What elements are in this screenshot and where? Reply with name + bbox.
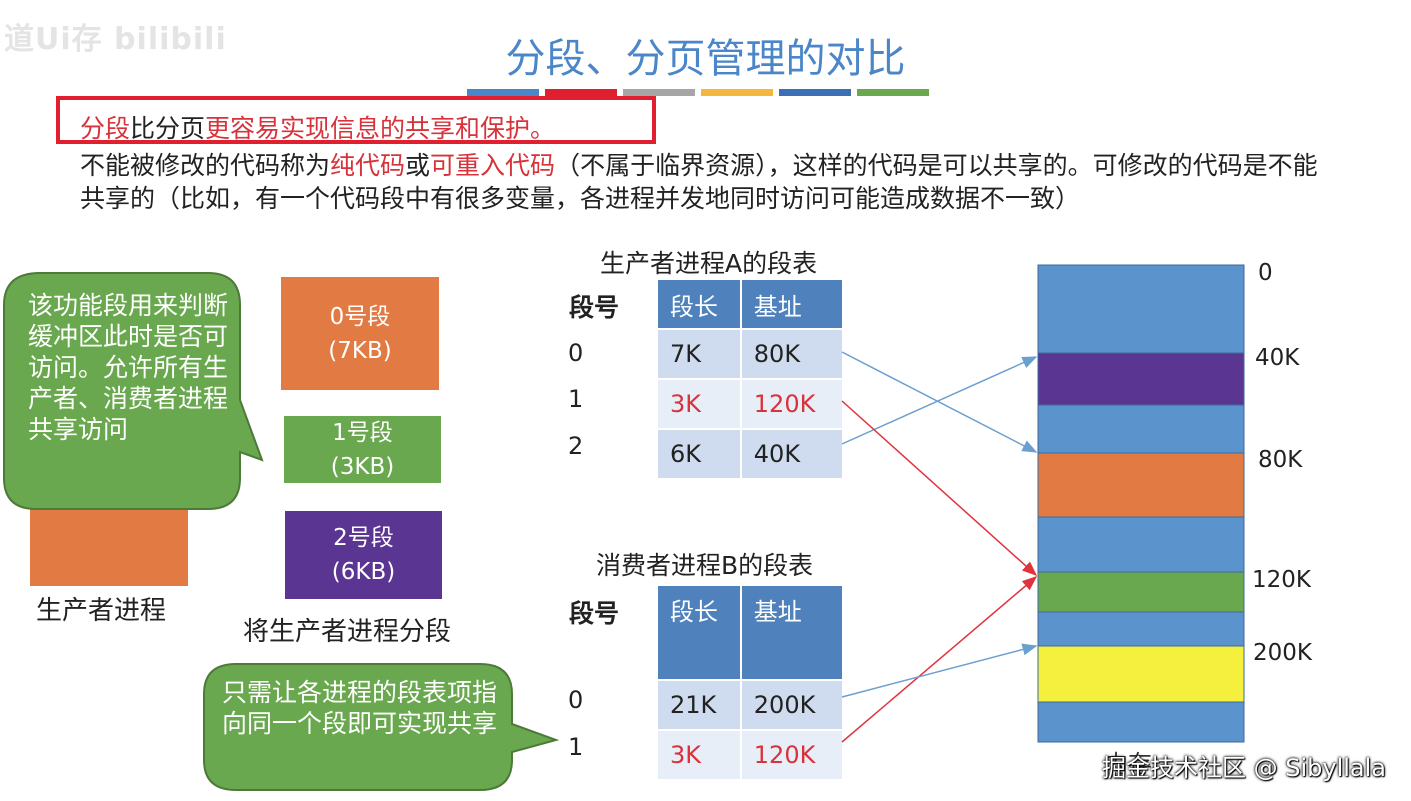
table-a-title: 生产者进程A的段表 (600, 249, 818, 278)
table-a-len-1: 3K (658, 378, 742, 429)
memory-free-3 (1037, 611, 1245, 647)
table-b-base-0: 200K (740, 679, 845, 730)
key-statement-part1: 分段 (80, 114, 131, 143)
segment-2-size: (6KB) (331, 559, 396, 585)
table-b-len-0: 21K (658, 679, 742, 730)
memory-free-0 (1037, 264, 1245, 354)
table-b-segno-header: 段号 (569, 599, 620, 628)
arrow-a1-to-120k (841, 400, 1038, 577)
explanation-paragraph: 不能被修改的代码称为纯代码或可重入代码（不属于临界资源），这样的代码是可以共享的… (80, 149, 1330, 215)
callout-2-text: 只需让各进程的段表项指向同一个段即可实现共享 (222, 678, 498, 738)
title-bar-4 (701, 89, 773, 96)
table-row: 3K 120K (658, 729, 845, 779)
table-a-idx-0: 0 (568, 339, 584, 367)
memory-seg-120k-green (1037, 571, 1245, 613)
table-a-base-2: 40K (740, 428, 845, 478)
memory-free-1 (1037, 404, 1245, 454)
table-a-idx-1: 1 (568, 385, 584, 413)
memory-label-80k: 80K (1258, 447, 1303, 473)
table-b-idx-1: 1 (568, 733, 584, 761)
memory-caption: 内存 (1104, 750, 1152, 778)
arrow-b1-to-120k (841, 576, 1038, 743)
memory-seg-40k-purple (1037, 352, 1245, 406)
segment-1-name: 1号段 (332, 419, 393, 446)
segment-0-name: 0号段 (329, 303, 391, 330)
para-reentrant-code: 可重入代码 (430, 151, 556, 180)
producer-process-block (30, 500, 188, 586)
highlight-box (56, 96, 656, 144)
table-a-segno-header: 段号 (569, 293, 620, 322)
callout-bubble-2 (203, 663, 560, 791)
slide-title: 分段、分页管理的对比 (505, 36, 906, 82)
bilibili-logo: 道Ui存 bilibili (4, 22, 227, 57)
table-row: 21K 200K (658, 679, 845, 730)
segment-1-size: (3KB) (330, 453, 395, 480)
title-bar-1 (467, 89, 539, 96)
title-bar-3 (623, 89, 695, 96)
table-a-base-1: 120K (740, 378, 845, 429)
table-a-header-length: 段长 (658, 280, 742, 329)
memory-free-4 (1037, 701, 1245, 743)
para-pure-code: 纯代码 (330, 151, 406, 180)
key-statement-part2: 比分页 (130, 114, 206, 143)
arrow-a0-to-80k (841, 351, 1038, 453)
memory-free-2 (1037, 516, 1245, 573)
producer-label: 生产者进程 (36, 596, 167, 626)
table-b-idx-0: 0 (568, 686, 584, 714)
table-a-header-base: 基址 (740, 280, 845, 329)
segment-1-block: 1号段 (3KB) (284, 416, 441, 483)
arrow-b0-to-200k (841, 643, 1038, 698)
segment-0-block: 0号段 (7KB) (281, 277, 439, 390)
key-statement-part3: 更容易实现信息的共享和保护 (205, 114, 531, 143)
memory-label-120k: 120K (1252, 567, 1311, 593)
table-a-len-0: 7K (658, 328, 742, 379)
table-b-title: 消费者进程B的段表 (596, 551, 814, 580)
table-b-header-length: 段长 (658, 586, 742, 680)
segment-2-block: 2号段 (6KB) (285, 511, 442, 599)
key-statement-part4: 。 (530, 114, 556, 143)
memory-seg-80k-orange (1037, 452, 1245, 518)
segment-0-size: (7KB) (328, 337, 392, 364)
watermark: 掘金技术社区 @ Sibyllala (1102, 754, 1387, 782)
memory-seg-200k-yellow (1037, 645, 1245, 703)
title-color-bars (467, 89, 929, 96)
callout-bubble-1 (3, 272, 264, 510)
table-b-header-base: 基址 (740, 586, 845, 680)
table-row: 3K 120K (658, 378, 845, 429)
segment-table-b: 段长 基址 21K 200K 3K 120K (658, 586, 845, 779)
table-a-base-0: 80K (740, 328, 845, 379)
para-part5: （不属于临界资源），这样的代码是可以共享的。可修改的代码是不能共享的（比如，有一… (80, 151, 1318, 213)
memory-label-40k: 40K (1255, 345, 1300, 371)
key-statement: 分段比分页更容易实现信息的共享和保护。 (80, 109, 555, 145)
table-b-base-1: 120K (740, 729, 845, 779)
para-part3: 或 (405, 151, 431, 180)
memory-label-0: 0 (1258, 260, 1273, 286)
table-row: 6K 40K (658, 428, 845, 478)
segment-table-a: 段长 基址 7K 80K 3K 120K 6K 40K (658, 280, 845, 478)
title-bar-5 (779, 89, 851, 96)
memory-label-200k: 200K (1253, 640, 1312, 666)
title-bar-2 (545, 89, 617, 96)
title-bar-6 (857, 89, 929, 96)
para-part1: 不能被修改的代码称为 (80, 151, 331, 180)
table-b-len-1: 3K (658, 729, 742, 779)
segment-2-name: 2号段 (333, 525, 394, 551)
split-label: 将生产者进程分段 (243, 617, 452, 647)
arrow-a2-to-40k (841, 356, 1038, 445)
table-row: 7K 80K (658, 328, 845, 379)
table-a-idx-2: 2 (568, 432, 584, 460)
table-a-len-2: 6K (658, 428, 742, 478)
callout-1-text: 该功能段用来判断缓冲区此时是否可访问。允许所有生产者、消费者进程共享访问 (28, 291, 229, 444)
